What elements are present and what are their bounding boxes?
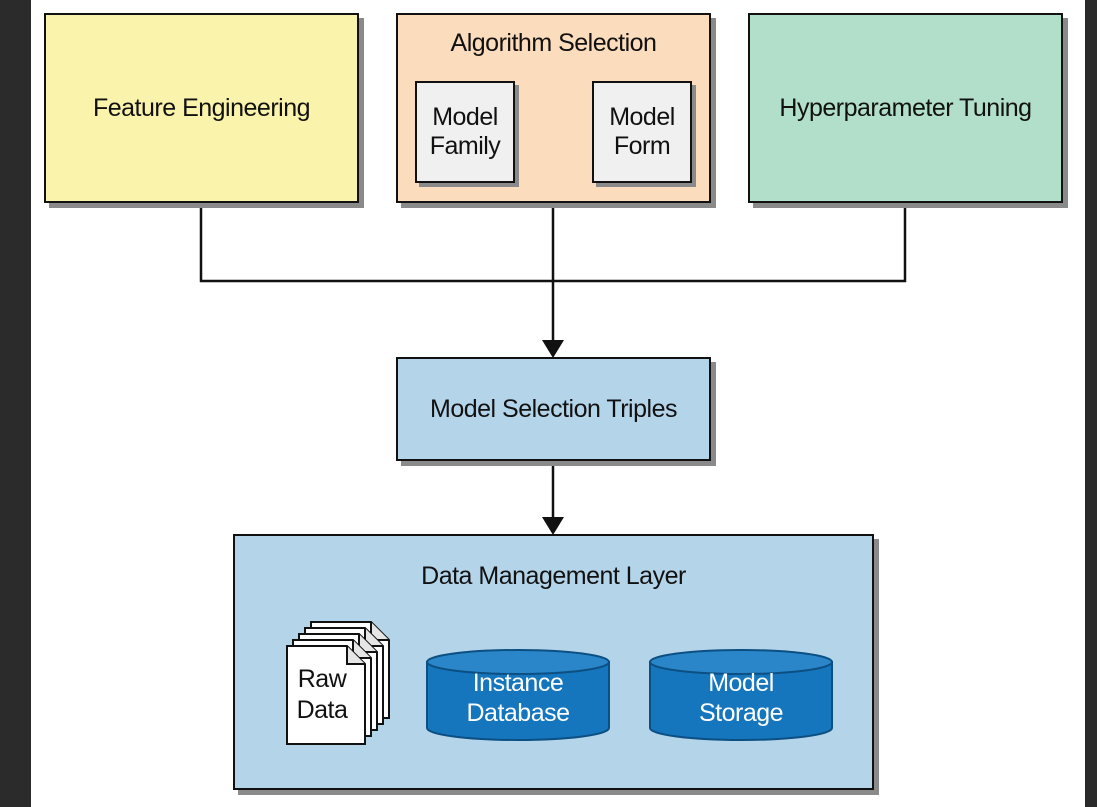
model-storage-icon: Model Storage — [648, 648, 834, 742]
model-selection-triples-label: Model Selection Triples — [430, 394, 677, 423]
model-selection-triples-box: Model Selection Triples — [396, 357, 711, 461]
algorithm-selection-box: Algorithm Selection Model Family Model F… — [396, 13, 711, 203]
raw-data-icon: Raw Data — [285, 620, 395, 750]
hyperparameter-tuning-box: Hyperparameter Tuning — [748, 13, 1063, 203]
instance-database-label: Instance Database — [466, 669, 570, 727]
feature-engineering-label: Feature Engineering — [92, 93, 311, 122]
instance-database-icon: Instance Database — [425, 648, 611, 742]
data-management-layer-title: Data Management Layer — [421, 562, 686, 590]
feature-engineering-box: Feature Engineering — [44, 13, 359, 203]
raw-data-label: Raw Data — [296, 665, 348, 725]
storage-cylinder-icon — [649, 649, 833, 741]
diagram-canvas: Feature Engineering Algorithm Selection … — [31, 0, 1085, 807]
model-form-box: Model Form — [592, 81, 692, 183]
model-family-label: Model Family — [429, 103, 501, 160]
database-cylinder-icon — [426, 649, 610, 741]
data-management-layer-box: Data Management Layer Raw Data — [233, 534, 874, 790]
hyperparameter-tuning-label: Hyperparameter Tuning — [779, 93, 1032, 122]
arrow-to-data-management-layer — [542, 517, 564, 535]
model-storage-label: Model Storage — [698, 669, 784, 727]
document-stack-icon — [286, 621, 390, 745]
model-family-box: Model Family — [415, 81, 515, 183]
arrow-to-model-selection-triples — [542, 340, 564, 358]
model-form-label: Model Form — [609, 103, 675, 160]
algorithm-selection-title: Algorithm Selection — [450, 29, 657, 57]
